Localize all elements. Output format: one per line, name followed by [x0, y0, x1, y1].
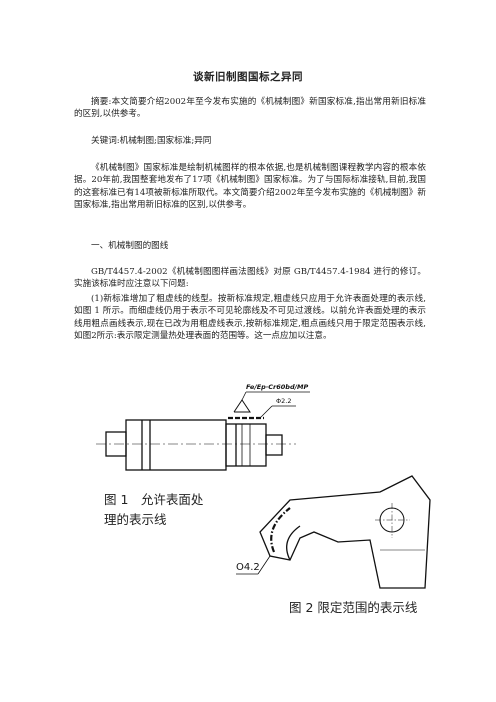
- figure-2-caption: 图 2 限定范围的表示线: [289, 600, 418, 615]
- figure-1-caption-line2: 理的表示线: [104, 512, 167, 527]
- section-heading: 一、机械制图的图线: [91, 241, 169, 251]
- document-title: 谈新旧制图国标之异同: [193, 71, 303, 83]
- abstract-paragraph: 摘要:本文简要介绍2002年至今发布实施的《机械制图》新国家标准,指出常用新旧标…: [74, 97, 426, 120]
- item1-paragraph: (1)新标准增加了粗虚线的线型。按新标准规定,粗虚线只应用于允许表面处理的表示线…: [74, 294, 426, 342]
- figure-1-shaft-drawing: Fe/Ep·Cr60bd/MP Φ2.2: [96, 383, 310, 471]
- fig2-dimension-annotation: Ο4.2: [236, 562, 260, 573]
- figure-1-caption-line1: 图 1 允许表面处: [104, 492, 204, 507]
- fig1-dimension-annotation: Φ2.2: [276, 397, 291, 405]
- item-intro-paragraph: GB/T4457.4-2002《机械制图图样画法图线》对原 GB/T4457.4…: [74, 267, 426, 290]
- intro-paragraph: 《机械制图》国家标准是绘制机械图样的根本依据,也是机械制图课程教学内容的根本依据…: [74, 163, 426, 211]
- figure-2-bracket-drawing: Ο4.2: [236, 475, 431, 589]
- fig1-surface-annotation: Fe/Ep·Cr60bd/MP: [246, 383, 308, 391]
- keywords-paragraph: 关键词:机械制图;国家标准;异同: [91, 136, 212, 146]
